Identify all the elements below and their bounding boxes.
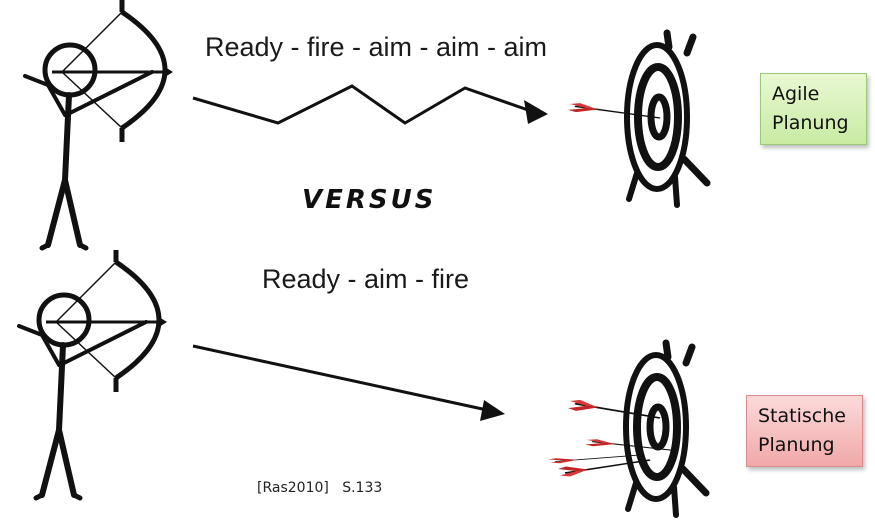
static-box-line2: Planung	[758, 434, 835, 456]
citation-page: S.133	[342, 480, 383, 496]
static-box-line1: Statische	[758, 405, 846, 427]
target-bottom-icon	[626, 343, 706, 515]
straight-arrowhead-icon	[480, 400, 505, 421]
archer-top-icon	[25, 0, 173, 248]
straight-arrow	[192, 344, 488, 412]
agile-box-line1: Agile	[772, 83, 820, 105]
bottom-caption: Ready - aim - fire	[262, 264, 470, 294]
zigzag-arrow	[192, 84, 529, 125]
top-caption: Ready - fire - aim - aim - aim	[205, 32, 548, 62]
target-top-icon	[627, 33, 707, 205]
static-planning-box: Statische Planung	[746, 395, 863, 467]
agile-box-line2: Planung	[772, 112, 849, 134]
versus-label: VERSUS	[302, 185, 437, 215]
citation-source: [Ras2010]	[257, 480, 329, 496]
agile-planning-box: Agile Planung	[760, 73, 867, 145]
archer-bottom-icon	[19, 250, 167, 498]
citation: [Ras2010] S.133	[257, 480, 382, 496]
zigzag-arrowhead-icon	[524, 100, 548, 124]
